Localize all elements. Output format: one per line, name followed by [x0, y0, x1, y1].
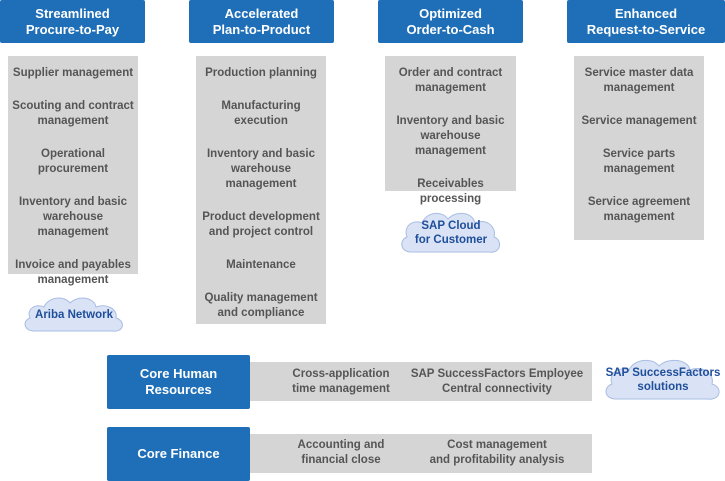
- header-request-to-service-label: Enhanced Request-to-Service: [586, 5, 706, 37]
- header-procure-to-pay: Streamlined Procure-to-Pay: [0, 0, 145, 43]
- ariba-network-label: Ariba Network: [35, 309, 113, 321]
- core-finance-label: Core Finance: [137, 446, 220, 461]
- column-procure-to-pay: Supplier management Scouting and contrac…: [8, 56, 138, 286]
- list-item: Inventory and basic warehouse management: [396, 115, 505, 157]
- cloud-shape-icon: [605, 359, 720, 400]
- core-human-resources-label: Core Human Resources: [139, 366, 218, 397]
- list-item: Operational procurement: [37, 148, 109, 175]
- list-item: Quality management and compliance: [204, 292, 318, 319]
- core-hr-band: [250, 362, 592, 401]
- list-item: Receivables processing: [417, 178, 484, 205]
- list-item: Invoice and payables management: [15, 259, 131, 286]
- list-item: Manufacturing execution: [221, 100, 301, 127]
- cloud-shape-icon: [24, 297, 123, 332]
- list-item: Service agreement management: [587, 196, 691, 223]
- list-item: Inventory and basic warehouse management: [18, 196, 127, 238]
- cloud-shape-icon: [401, 212, 501, 253]
- list-item: Maintenance: [226, 259, 296, 271]
- header-plan-to-product: Accelerated Plan-to-Product: [189, 0, 334, 43]
- column-request-to-service: Service master data management Service m…: [574, 56, 704, 240]
- list-item: Inventory and basic warehouse management: [206, 148, 315, 190]
- list-item: Product development and project control: [202, 211, 320, 238]
- header-procure-to-pay-label: Streamlined Procure-to-Pay: [25, 5, 120, 37]
- header-order-to-cash: Optimized Order-to-Cash: [378, 0, 523, 43]
- finance-item-cost-management: Cost management and profitability analys…: [429, 439, 565, 466]
- ariba-network-cloud: Ariba Network: [20, 293, 128, 337]
- list-item: Supplier management: [12, 67, 134, 79]
- list-item: Order and contract management: [398, 67, 503, 94]
- header-request-to-service: Enhanced Request-to-Service: [567, 0, 725, 43]
- list-item: Scouting and contract management: [12, 100, 134, 127]
- successfactors-cloud: SAP SuccessFactors solutions: [601, 355, 725, 405]
- core-finance-band: [250, 434, 592, 473]
- column-plan-to-product: Production planning Manufacturing execut…: [196, 56, 326, 324]
- column-order-to-cash: Order and contract management Inventory …: [385, 56, 516, 205]
- successfactors-label: SAP SuccessFactors solutions: [605, 367, 721, 393]
- list-item: Production planning: [205, 67, 317, 79]
- core-finance: Core Finance: [107, 427, 250, 481]
- hr-item-time-management: Cross-application time management: [292, 368, 390, 395]
- core-human-resources: Core Human Resources: [107, 355, 250, 409]
- sap-cloud-for-customer-label: SAP Cloud for Customer: [414, 220, 488, 246]
- header-plan-to-product-label: Accelerated Plan-to-Product: [212, 5, 311, 37]
- hr-item-employee-central: SAP SuccessFactors Employee Central conn…: [410, 368, 584, 395]
- header-order-to-cash-label: Optimized Order-to-Cash: [406, 5, 495, 37]
- sap-cloud-for-customer-cloud: SAP Cloud for Customer: [397, 208, 505, 258]
- list-item: Service master data management: [584, 67, 694, 94]
- finance-item-accounting: Accounting and financial close: [297, 439, 385, 466]
- list-item: Service management: [581, 115, 697, 127]
- list-item: Service parts management: [602, 148, 676, 175]
